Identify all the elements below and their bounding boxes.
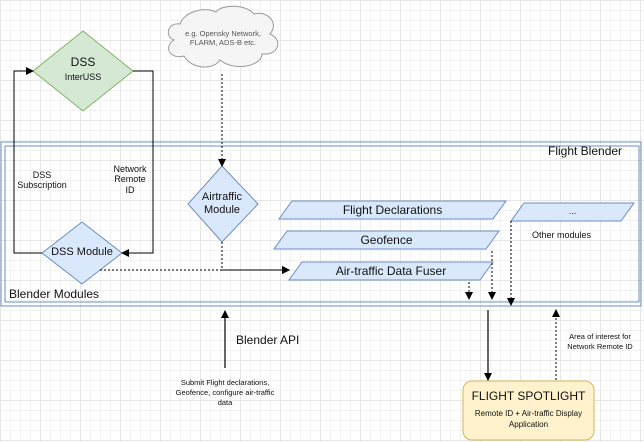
dss-subscription-label: DSS Subscription [17, 170, 67, 191]
data-source-cloud [167, 5, 279, 68]
blender-modules-container [4, 145, 640, 303]
cloud-label: e.g. Opensky Network, FLARM, ADS-B etc. [185, 29, 261, 47]
spotlight-subtitle: Remote ID + Air-traffic Display Applicat… [474, 409, 583, 430]
flight-declarations-label: Flight Declarations [342, 203, 443, 217]
area-of-interest-label: Area of interest for Network Remote ID [567, 332, 633, 352]
submit-note: Submit Flight declarations, Geofence, co… [175, 378, 275, 408]
geofence-label: Geofence [360, 233, 413, 247]
geofence-shape [273, 230, 500, 250]
airtraffic-module-label: Airtraffic Module [201, 191, 243, 216]
other-module-label: ... [568, 206, 577, 216]
network-remote-id-label: Network Remote ID [113, 164, 147, 195]
flight-blender-container [0, 141, 642, 307]
dss-subscription-arrow [13, 67, 42, 254]
airtraffic-fuser-label: Air-traffic Data Fuser [335, 264, 447, 278]
flight-spotlight-box [462, 380, 595, 441]
dss-module-diamond [41, 221, 123, 285]
other-modules-label: Other modules [532, 230, 592, 240]
airtraffic-fuser-shape [288, 261, 494, 281]
dss-title: DSS [70, 55, 96, 69]
other-module-shape [510, 202, 635, 222]
dss-subtitle: InterUSS [64, 72, 102, 82]
spotlight-title: FLIGHT SPOTLIGHT [471, 389, 586, 403]
dss-module-label: DSS Module [51, 246, 113, 258]
flight-declarations-shape [278, 200, 507, 220]
blender-api-label: Blender API [236, 333, 300, 347]
network-remote-id-arrow [121, 70, 154, 257]
dss-diamond [32, 30, 134, 112]
flight-blender-title: Flight Blender [548, 144, 623, 158]
blender-modules-label: Blender Modules [9, 287, 100, 301]
